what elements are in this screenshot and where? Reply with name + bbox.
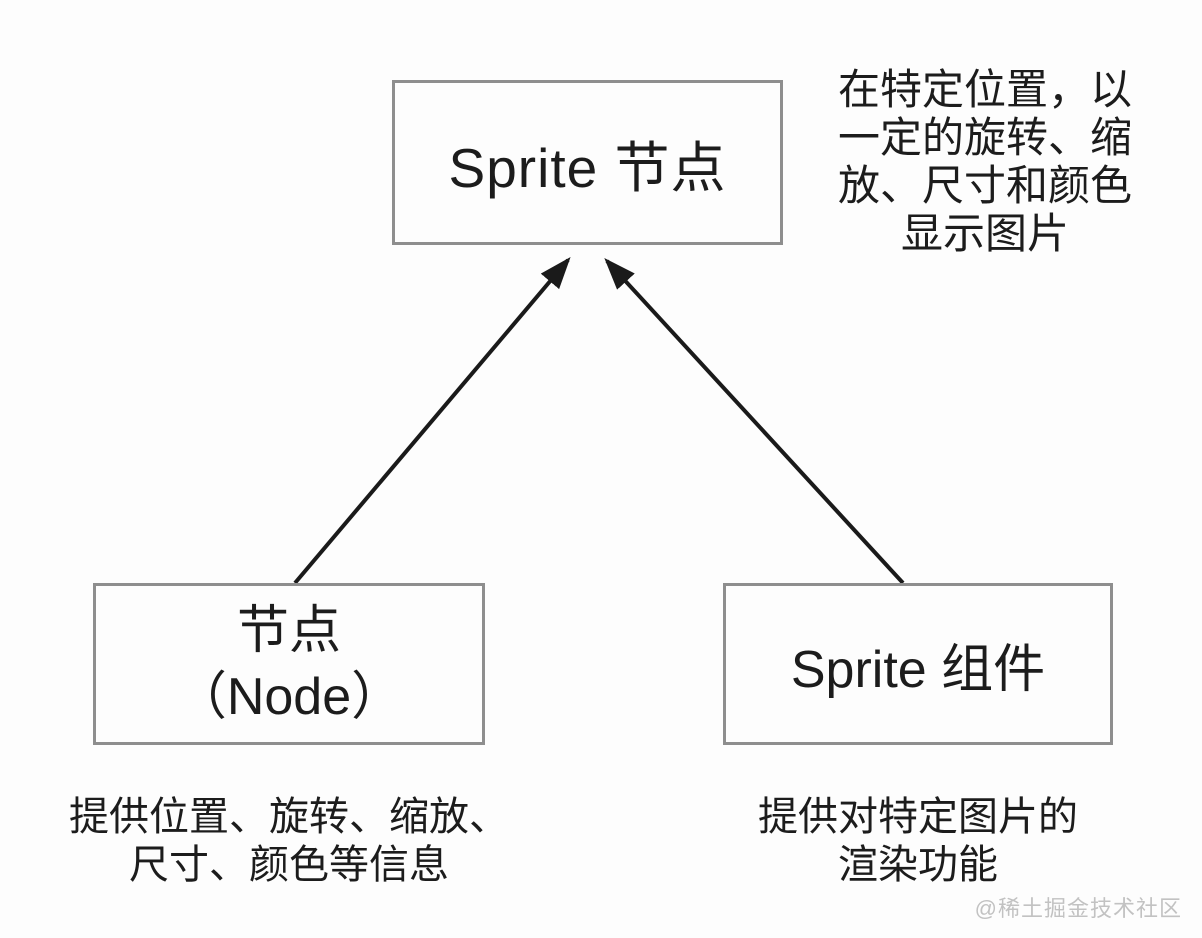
sprite-node-label: Sprite 节点 — [448, 136, 727, 199]
arrow-node-to-sprite-node — [293, 256, 571, 585]
sprite-component-caption-line: 渲染功能 — [838, 843, 998, 887]
sprite-node-box: Sprite 节点 — [392, 80, 783, 245]
annotation-line: 在特定位置，以 — [837, 66, 1132, 113]
sprite-component-caption: 提供对特定图片的 渲染功能 — [698, 793, 1138, 889]
node-box-label-en: （Node） — [174, 668, 404, 726]
annotation-line: 显示图片 — [900, 210, 1069, 257]
node-caption-line: 提供位置、旋转、缩放、 — [69, 795, 509, 839]
sprite-component-caption-line: 提供对特定图片的 — [758, 795, 1078, 839]
sprite-node-annotation: 在特定位置，以 一定的旋转、缩 放、尺寸和颜色 显示图片 — [818, 66, 1152, 258]
watermark: @稀土掘金技术社区 — [974, 896, 1182, 921]
node-box-label-cn: 节点 — [236, 602, 341, 660]
arrow-sprite-component-to-sprite-node — [604, 258, 905, 585]
sprite-component-box: Sprite 组件 — [723, 583, 1113, 745]
node-caption: 提供位置、旋转、缩放、 尺寸、颜色等信息 — [57, 793, 521, 889]
node-caption-line: 尺寸、颜色等信息 — [129, 843, 449, 887]
annotation-line: 放、尺寸和颜色 — [837, 162, 1132, 209]
node-box: 节点 （Node） — [93, 583, 485, 745]
sprite-component-label: Sprite 组件 — [790, 640, 1046, 699]
annotation-line: 一定的旋转、缩 — [837, 114, 1132, 161]
